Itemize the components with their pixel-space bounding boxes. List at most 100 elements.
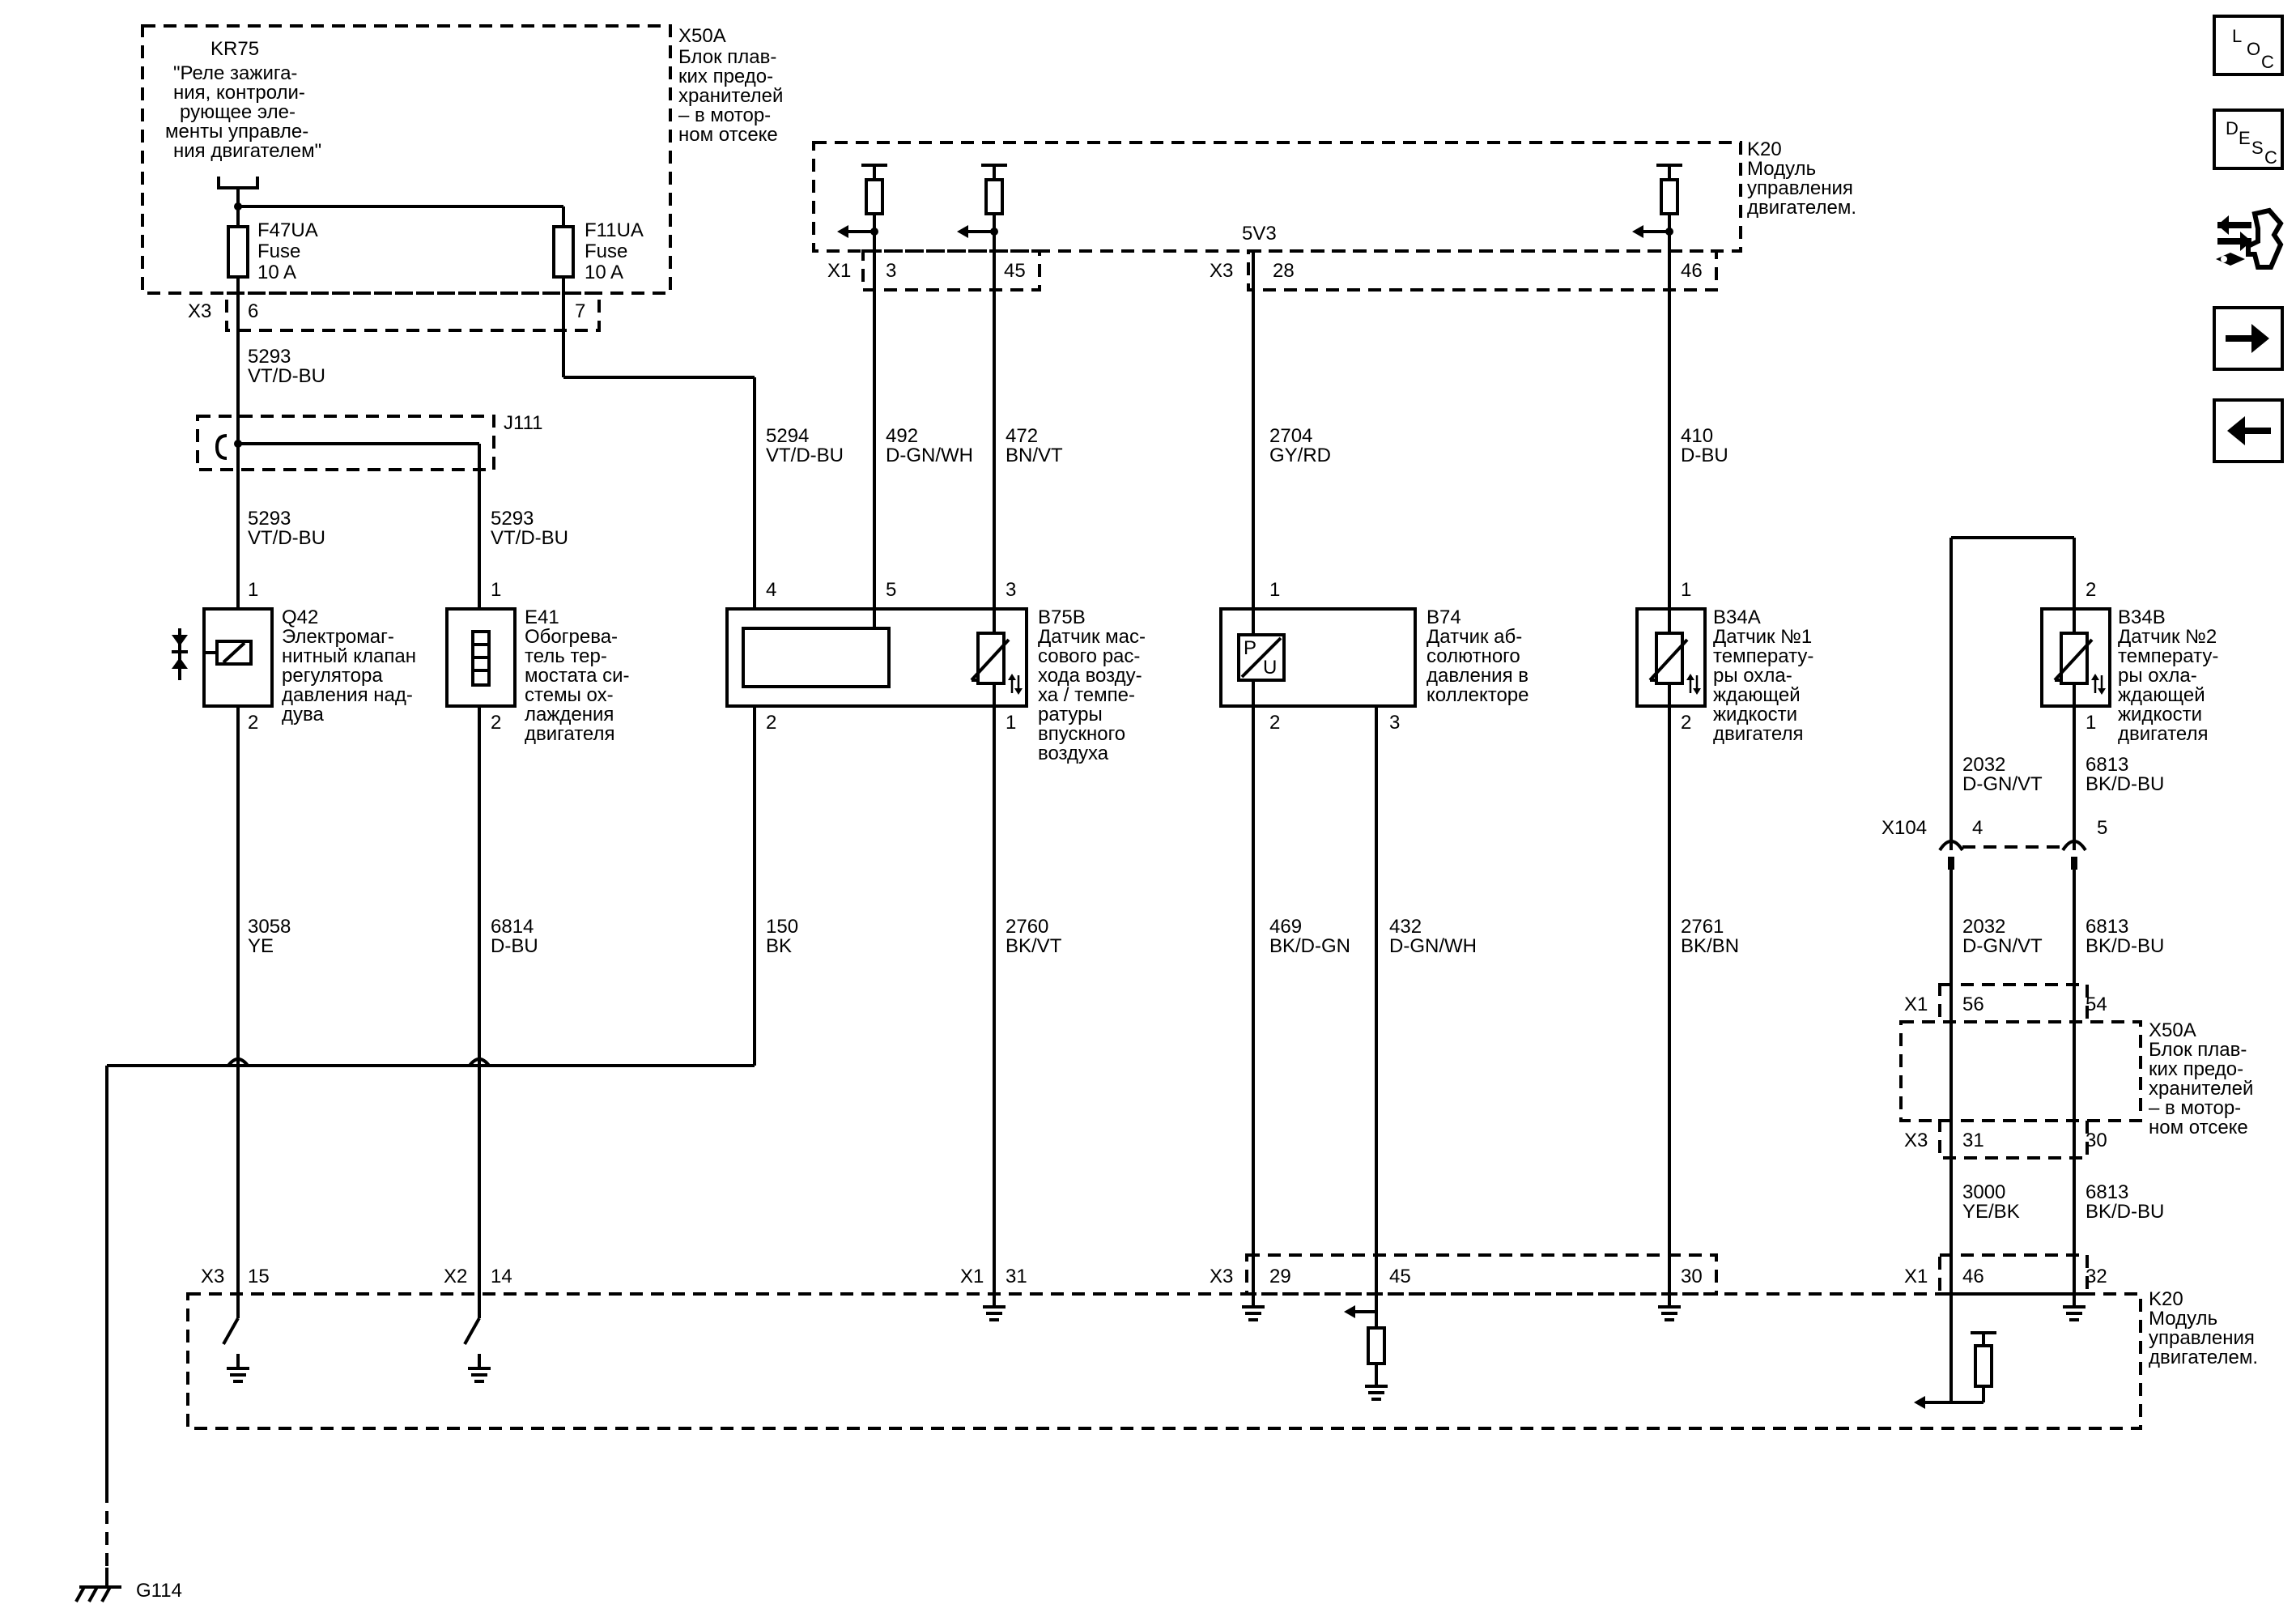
b34b-desc-2: ры охла- bbox=[2118, 665, 2197, 687]
b75b-desc-0: Датчик мас- bbox=[1038, 626, 1146, 648]
wire-472-color: BN/VT bbox=[1006, 445, 1063, 466]
wire-3058-color: YE bbox=[248, 935, 274, 957]
b34a-desc-3: ждающей bbox=[1713, 684, 1801, 706]
q42-id: Q42 bbox=[282, 606, 318, 628]
b74-desc-0: Датчик аб- bbox=[1426, 626, 1522, 648]
pullup-pin45 bbox=[957, 164, 1007, 238]
wire-5293c-num: 5293 bbox=[491, 508, 534, 530]
fuse-f11ua bbox=[552, 225, 575, 279]
fuse-f47ua-label: Fuse bbox=[257, 240, 300, 262]
b74-pin1: 1 bbox=[1269, 579, 1280, 601]
x104-pin4: 4 bbox=[1972, 817, 1983, 839]
b34a-desc-4: жидкости bbox=[1713, 704, 1797, 726]
component-b34b: 2 1 B34B Датчик №2 температу- ры охла- ж… bbox=[2040, 579, 2218, 745]
next-page-button[interactable] bbox=[2213, 306, 2284, 371]
wire-432-color: D-GN/WH bbox=[1389, 935, 1477, 957]
wire-432-num: 432 bbox=[1389, 916, 1422, 938]
b34a-desc-1: температу- bbox=[1713, 645, 1813, 667]
location-button[interactable]: L O C bbox=[2213, 15, 2284, 76]
e41-desc-2: мостата си- bbox=[525, 665, 630, 687]
x50a-desc-0: Блок плав- bbox=[678, 46, 776, 68]
loc-letter-o: O bbox=[2247, 39, 2261, 59]
k20-top-desc-1: управления bbox=[1747, 177, 1853, 199]
k20-bottom-pin31: 31 bbox=[1006, 1266, 1027, 1287]
q42-desc-1: нитный клапан bbox=[282, 645, 416, 667]
q42-desc-0: Электромаг- bbox=[282, 626, 394, 648]
wire-410-color: D-BU bbox=[1681, 445, 1728, 466]
switch-pin14 bbox=[463, 1296, 492, 1383]
wire-labels: 5293 VT/D-BU J111 5293 VT/D-BU 5293 VT/D… bbox=[248, 346, 2164, 1223]
x50a-right-desc-0: Блок плав- bbox=[2149, 1039, 2247, 1061]
component-b75b: 4 5 3 2 1 B75B Датчик мас- сового рас- х… bbox=[725, 579, 1146, 764]
b34b-pin2: 2 bbox=[2086, 579, 2096, 601]
kr75-desc-1: ния, контроли- bbox=[173, 82, 305, 104]
desc-letter-c: C bbox=[2264, 147, 2277, 168]
k20-top-pin-46: 46 bbox=[1681, 260, 1703, 282]
x50a-right-desc-4: ном отсеке bbox=[2149, 1117, 2248, 1138]
wire-2032b-color: D-GN/VT bbox=[1962, 935, 2043, 957]
x50a-right-desc-1: ких предо- bbox=[2149, 1058, 2243, 1080]
component-q42: 1 2 Q42 Электромаг- нитный клапан регуля… bbox=[172, 579, 416, 734]
pullup-pin46 bbox=[1632, 164, 1682, 238]
q42-pin1: 1 bbox=[248, 579, 258, 601]
wire-2704-num: 2704 bbox=[1269, 425, 1312, 447]
b75b-desc-1: сового рас- bbox=[1038, 645, 1140, 667]
wire-6813b-num: 6813 bbox=[2086, 916, 2128, 938]
b75b-pin4: 4 bbox=[766, 579, 776, 601]
wire-2761-color: BK/BN bbox=[1681, 935, 1739, 957]
q42-pin2: 2 bbox=[248, 712, 258, 734]
wire-2032a-color: D-GN/VT bbox=[1962, 773, 2043, 795]
b34a-desc-5: двигателя bbox=[1713, 723, 1803, 745]
b34b-desc-3: ждающей bbox=[2118, 684, 2205, 706]
b74-desc-3: коллекторе bbox=[1426, 684, 1529, 706]
x50a-right-id: X50A bbox=[2149, 1019, 2196, 1041]
component-connector-button[interactable] bbox=[2213, 206, 2284, 280]
description-button[interactable]: D E S C bbox=[2213, 109, 2284, 170]
wire-3058-num: 3058 bbox=[248, 916, 291, 938]
wire-6813b-color: BK/D-BU bbox=[2086, 935, 2164, 957]
component-b74: P U 1 2 3 B74 Датчик аб- солютного давле… bbox=[1219, 579, 1529, 734]
wire-3000-num: 3000 bbox=[1962, 1181, 2005, 1203]
b75b-id: B75B bbox=[1038, 606, 1086, 628]
wire-150-num: 150 bbox=[766, 916, 798, 938]
wire-runs bbox=[105, 232, 2076, 1568]
q42-desc-3: давления над- bbox=[282, 684, 413, 706]
fuse-f47ua-rating: 10 A bbox=[257, 262, 296, 283]
k20-top-desc-0: Модуль bbox=[1747, 158, 1816, 180]
previous-page-button[interactable] bbox=[2213, 398, 2284, 463]
k20-bottom-pin45: 45 bbox=[1389, 1266, 1411, 1287]
arrow-right-icon bbox=[2226, 324, 2269, 353]
fuse-f47ua bbox=[227, 225, 249, 279]
fuse-f47ua-id: F47UA bbox=[257, 219, 318, 241]
q42-desc-4: дува bbox=[282, 704, 324, 726]
k20-module-bottom: K20 Модуль управления двигателем. X3 15 … bbox=[186, 1253, 2258, 1430]
wire-5293c-color: VT/D-BU bbox=[491, 527, 568, 549]
b34b-desc-5: двигателя bbox=[2118, 723, 2208, 745]
wire-5294-num: 5294 bbox=[766, 425, 809, 447]
b75b-desc-5: впускного bbox=[1038, 723, 1125, 745]
e41-desc-5: двигателя bbox=[525, 723, 614, 745]
b34a-desc-0: Датчик №1 bbox=[1713, 626, 1812, 648]
j111-label: J111 bbox=[504, 412, 542, 434]
x50a-id: X50A bbox=[678, 25, 726, 47]
x50a-right-block: X1 56 54 X50A Блок плав- ких предо- хран… bbox=[1899, 983, 2253, 1160]
wire-5293b-num: 5293 bbox=[248, 508, 291, 530]
b74-desc-1: солютного bbox=[1426, 645, 1520, 667]
b74-p-letter: P bbox=[1244, 637, 1256, 659]
x50a-desc-2: хранителей bbox=[678, 85, 783, 107]
x104-id: X104 bbox=[1881, 817, 1927, 839]
x3-conn-label: X3 bbox=[188, 300, 211, 322]
fuse-f11ua-label: Fuse bbox=[585, 240, 627, 262]
desc-letter-s: S bbox=[2251, 138, 2264, 158]
x50a-right-pin30: 30 bbox=[2086, 1130, 2107, 1151]
desc-letter-e: E bbox=[2239, 128, 2251, 148]
kr75-desc-4: ния двигателем" bbox=[173, 140, 321, 162]
b74-u-letter: U bbox=[1263, 657, 1277, 679]
x50a-desc-3: – в мотор- bbox=[678, 104, 771, 126]
k20-top-id: K20 bbox=[1747, 138, 1782, 160]
k20-bottom-desc-1: управления bbox=[2149, 1327, 2255, 1349]
wire-5293a-num: 5293 bbox=[248, 346, 291, 368]
wire-6813c-num: 6813 bbox=[2086, 1181, 2128, 1203]
b75b-desc-6: воздуха bbox=[1038, 743, 1109, 764]
